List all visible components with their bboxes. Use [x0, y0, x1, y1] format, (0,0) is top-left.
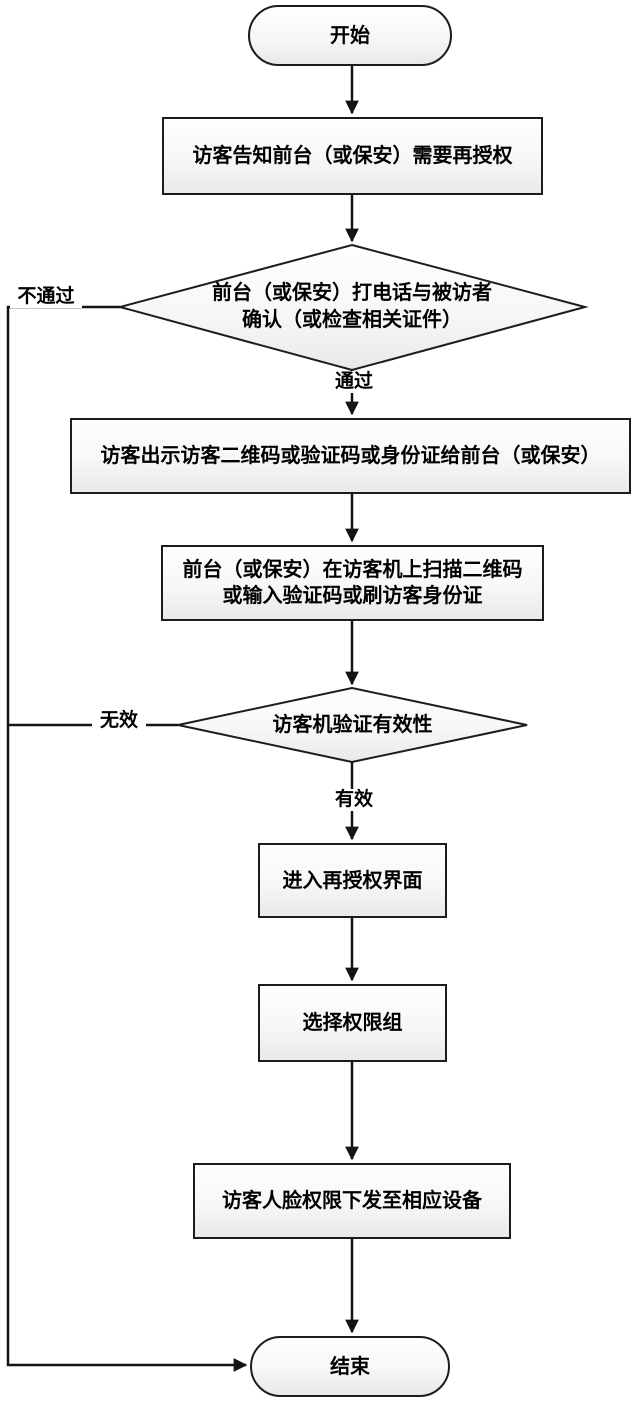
edge-label-no-pass: 不通过 — [10, 286, 82, 308]
process-enter-reauth: 进入再授权界面 — [258, 843, 447, 918]
decision2-shape — [177, 686, 528, 764]
process-push-face-permission: 访客人脸权限下发至相应设备 — [193, 1163, 511, 1239]
process-select-permission-group: 选择权限组 — [258, 984, 447, 1062]
process-scan-qrcode: 前台（或保安）在访客机上扫描二维码 或输入验证码或刷访客身份证 — [161, 545, 544, 621]
decision-machine-validate-label: 访客机验证有效性 — [272, 713, 433, 736]
end-node: 结束 — [250, 1336, 450, 1397]
edge-label-valid: 有效 — [320, 789, 388, 811]
edge-label-invalid: 无效 — [92, 710, 146, 732]
start-node: 开始 — [248, 5, 452, 66]
process-notify-frontdesk: 访客告知前台（或保安）需要再授权 — [162, 117, 543, 195]
decision1-shape — [116, 243, 589, 372]
decision-frontdesk-confirm-label: 前台（或保安）打电话与被访者 确认（或检查相关证件） — [212, 282, 492, 331]
edge-label-pass: 通过 — [320, 371, 388, 393]
process-show-qrcode: 访客出示访客二维码或验证码或身份证给前台（或保安） — [70, 418, 631, 494]
